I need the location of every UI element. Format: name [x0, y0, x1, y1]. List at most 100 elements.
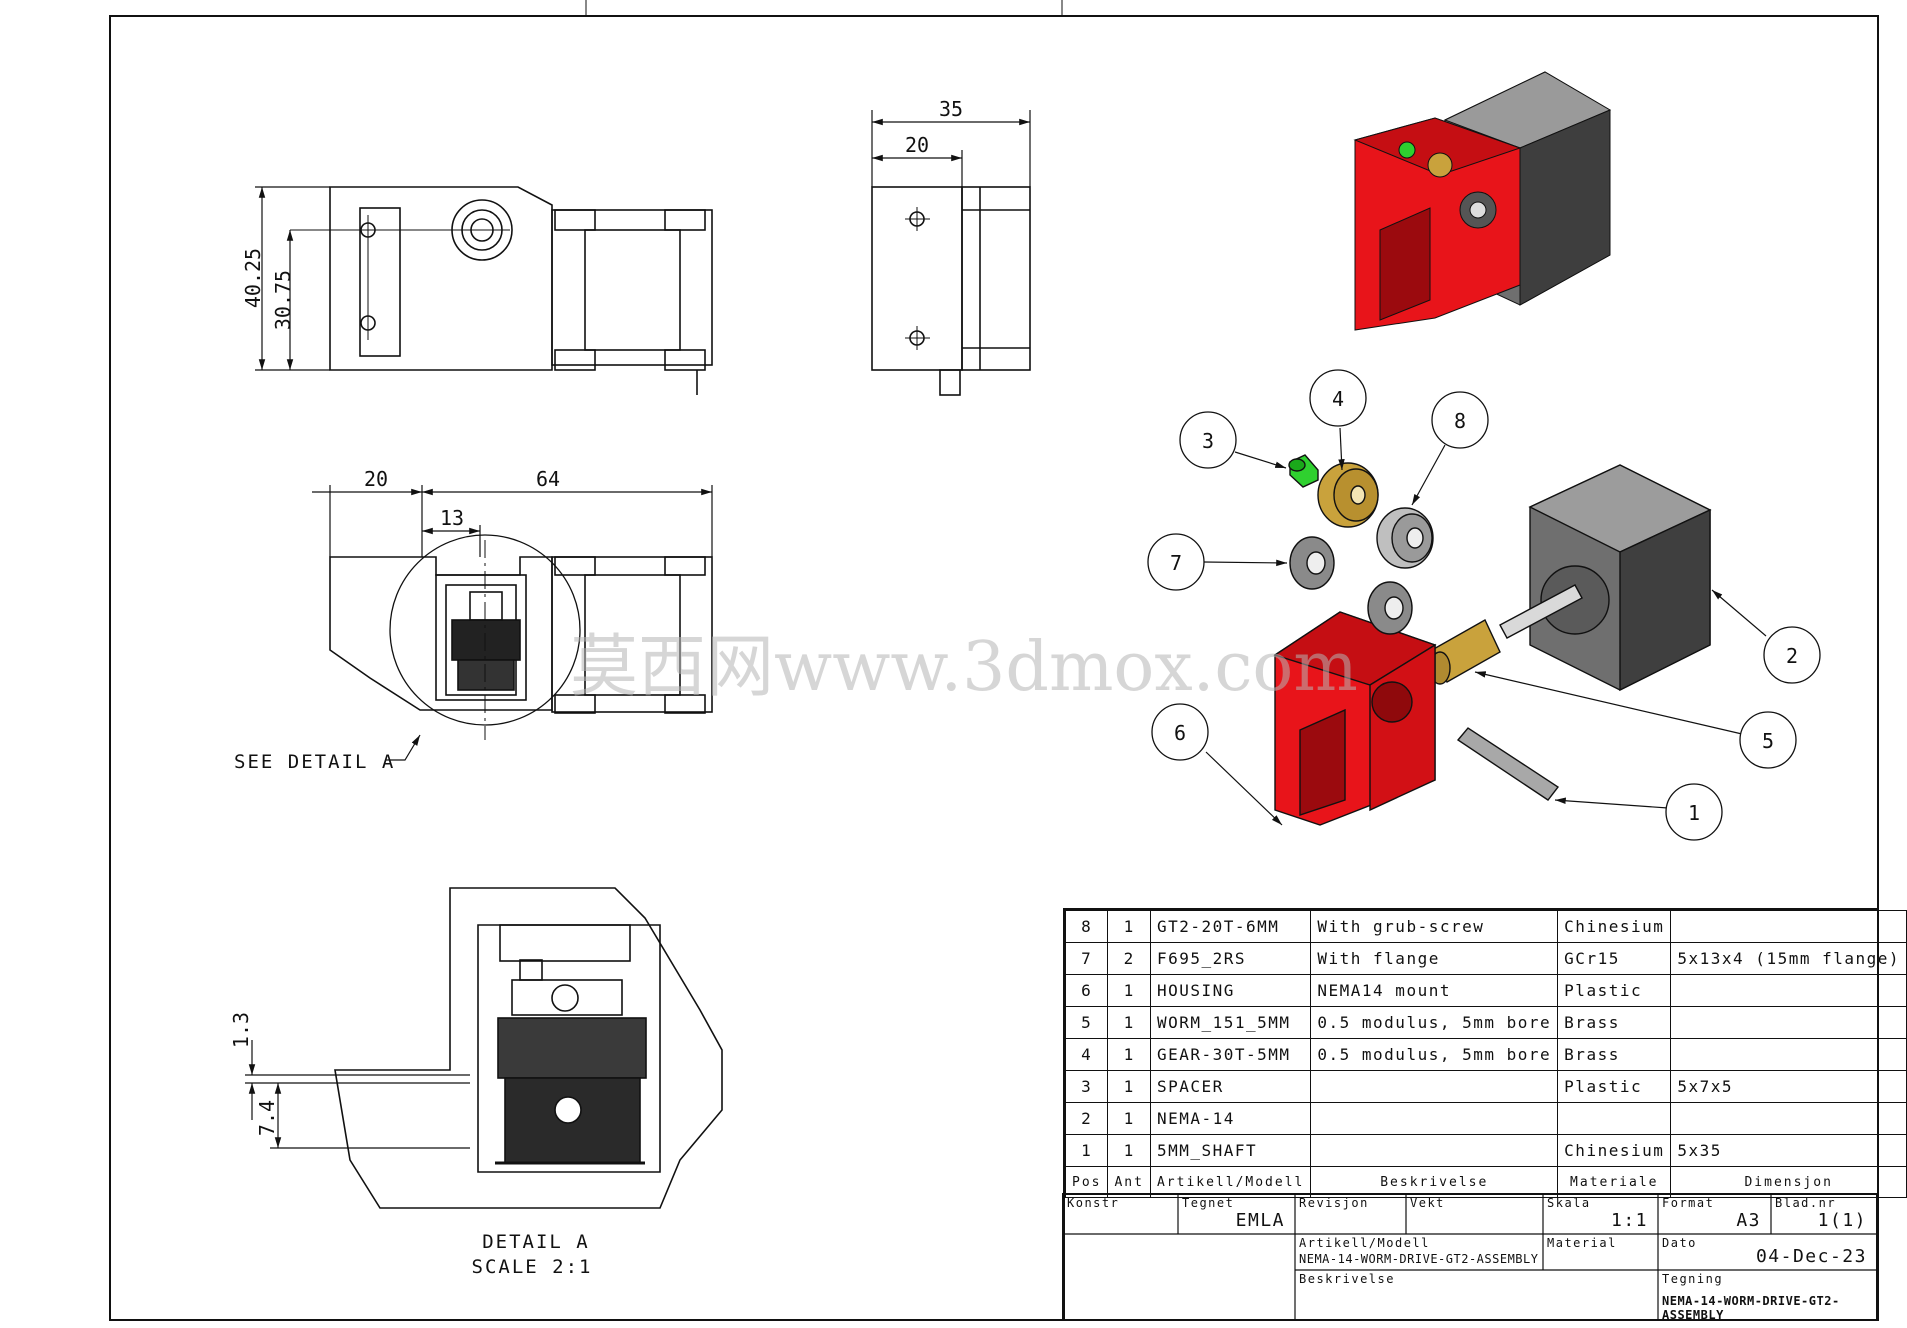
konstr-label: Konstr — [1067, 1196, 1120, 1210]
front-dimensions — [255, 186, 330, 371]
bom-cell-desc: With grub-screw — [1310, 910, 1559, 943]
balloon-leaders — [1203, 427, 1767, 826]
bom-cell-part: SPACER — [1149, 1070, 1312, 1103]
bom-cell-qty: 1 — [1107, 1006, 1151, 1039]
artikkel-value: NEMA-14-WORM-DRIVE-GT2-ASSEMBLY — [1299, 1252, 1539, 1266]
dim-7-4: 7.4 — [255, 1100, 279, 1136]
title-block-grid — [1062, 1193, 1878, 1321]
bom-cell-desc: NEMA14 mount — [1310, 974, 1559, 1007]
bom-cell-qty: 1 — [1107, 974, 1151, 1007]
header-pos: Pos — [1064, 1166, 1109, 1198]
bom-cell-pos: 4 — [1064, 1038, 1109, 1071]
dim-20-side: 20 — [905, 133, 929, 157]
dim-40-25: 40.25 — [241, 248, 265, 308]
bom-cell-dims: 5x13x4 (15mm flange) — [1670, 942, 1907, 975]
skala-value: 1:1 — [1610, 1210, 1648, 1231]
balloon-4-label: 4 — [1332, 387, 1344, 411]
bom-cell-dims: 5x35 — [1670, 1134, 1907, 1167]
part-6-housing — [1273, 611, 1437, 826]
bom-cell-desc — [1310, 1102, 1559, 1135]
dim-20-top: 20 — [364, 467, 388, 491]
bom-cell-material: Plastic — [1557, 974, 1672, 1007]
bom-cell-qty: 1 — [1107, 1038, 1151, 1071]
balloons — [1147, 369, 1821, 841]
tegning-label: Tegning — [1662, 1272, 1724, 1286]
dim-35: 35 — [939, 97, 963, 121]
artikkel-label: Artikell/Modell — [1299, 1236, 1430, 1250]
bom-cell-pos: 3 — [1064, 1070, 1109, 1103]
bom-cell-desc — [1310, 1134, 1559, 1167]
header-material: Materiale — [1557, 1166, 1672, 1198]
header-part: Artikell/Modell — [1149, 1166, 1312, 1198]
format-value: A3 — [1736, 1210, 1761, 1231]
bom-cell-material: Brass — [1557, 1006, 1672, 1039]
bom-cell-pos: 7 — [1064, 942, 1109, 975]
header-dims: Dimensjon — [1670, 1166, 1907, 1198]
detail-scale: SCALE 2:1 — [472, 1256, 593, 1278]
assembly-isometric — [1353, 71, 1612, 331]
tegnet-value: EMLA — [1235, 1210, 1285, 1231]
bom-cell-part: WORM_151_5MM — [1149, 1006, 1312, 1039]
bom-cell-pos: 8 — [1064, 910, 1109, 943]
balloon-1 — [1665, 783, 1723, 841]
format-label: Format — [1662, 1196, 1715, 1210]
tegnet-label: Tegnet — [1182, 1196, 1235, 1210]
balloon-4 — [1309, 369, 1367, 427]
bom-cell-qty: 1 — [1107, 910, 1151, 943]
bom-cell-pos: 1 — [1064, 1134, 1109, 1167]
top-dimensions — [312, 485, 713, 761]
header-desc: Beskrivelse — [1310, 1166, 1559, 1198]
dim-64: 64 — [536, 467, 560, 491]
bom-cell-part: F695_2RS — [1149, 942, 1312, 975]
bom-cell-pos: 2 — [1064, 1102, 1109, 1135]
dato-label: Dato — [1662, 1236, 1697, 1250]
bom-cell-material: GCr15 — [1557, 942, 1672, 975]
top-view — [329, 534, 713, 740]
balloon-6 — [1151, 703, 1209, 761]
balloon-1-label: 1 — [1688, 801, 1700, 825]
part-1-shaft — [1456, 727, 1560, 801]
blad-label: Blad.nr — [1775, 1196, 1837, 1210]
beskrivelse-label: Beskrivelse — [1299, 1272, 1395, 1286]
balloon-7 — [1147, 533, 1205, 591]
header-qty: Ant — [1107, 1166, 1151, 1198]
bom-cell-material: Brass — [1557, 1038, 1672, 1071]
part-7-bearings — [1289, 536, 1413, 635]
bom-cell-desc — [1310, 1070, 1559, 1103]
front-view — [290, 186, 713, 395]
bom-cell-dims — [1670, 974, 1907, 1007]
balloon-6-label: 6 — [1174, 721, 1186, 745]
skala-label: Skala — [1547, 1196, 1591, 1210]
balloon-3 — [1179, 411, 1237, 469]
bom-cell-part: GEAR-30T-5MM — [1149, 1038, 1312, 1071]
material-label: Material — [1547, 1236, 1617, 1250]
title-block: Konstr Tegnet EMLA Revisjon Vekt Skala 1… — [1062, 1193, 1878, 1322]
bom-cell-part: HOUSING — [1149, 974, 1312, 1007]
balloon-5 — [1739, 711, 1797, 769]
exploded-view — [1273, 454, 1712, 826]
bom-cell-desc: 0.5 modulus, 5mm bore — [1310, 1038, 1559, 1071]
bom-header-row: Pos Ant Artikell/Modell Beskrivelse Mate… — [1064, 1166, 1907, 1198]
bom-cell-qty: 1 — [1107, 1134, 1151, 1167]
part-8-pulley — [1376, 507, 1434, 569]
bom-cell-pos: 5 — [1064, 1006, 1109, 1039]
detail-title: DETAIL A — [482, 1231, 590, 1253]
bom-cell-material: Chinesium — [1557, 1134, 1672, 1167]
vekt-label: Vekt — [1410, 1196, 1445, 1210]
blad-value: 1(1) — [1817, 1210, 1867, 1231]
balloon-8 — [1431, 391, 1489, 449]
part-1-motor-shaft — [1499, 584, 1583, 639]
bom-cell-qty: 1 — [1107, 1102, 1151, 1135]
bom-cell-part: 5MM_SHAFT — [1149, 1134, 1312, 1167]
watermark: 莫西网www.3dmox.com — [570, 628, 1358, 707]
bom-cell-material: Plastic — [1557, 1070, 1672, 1103]
